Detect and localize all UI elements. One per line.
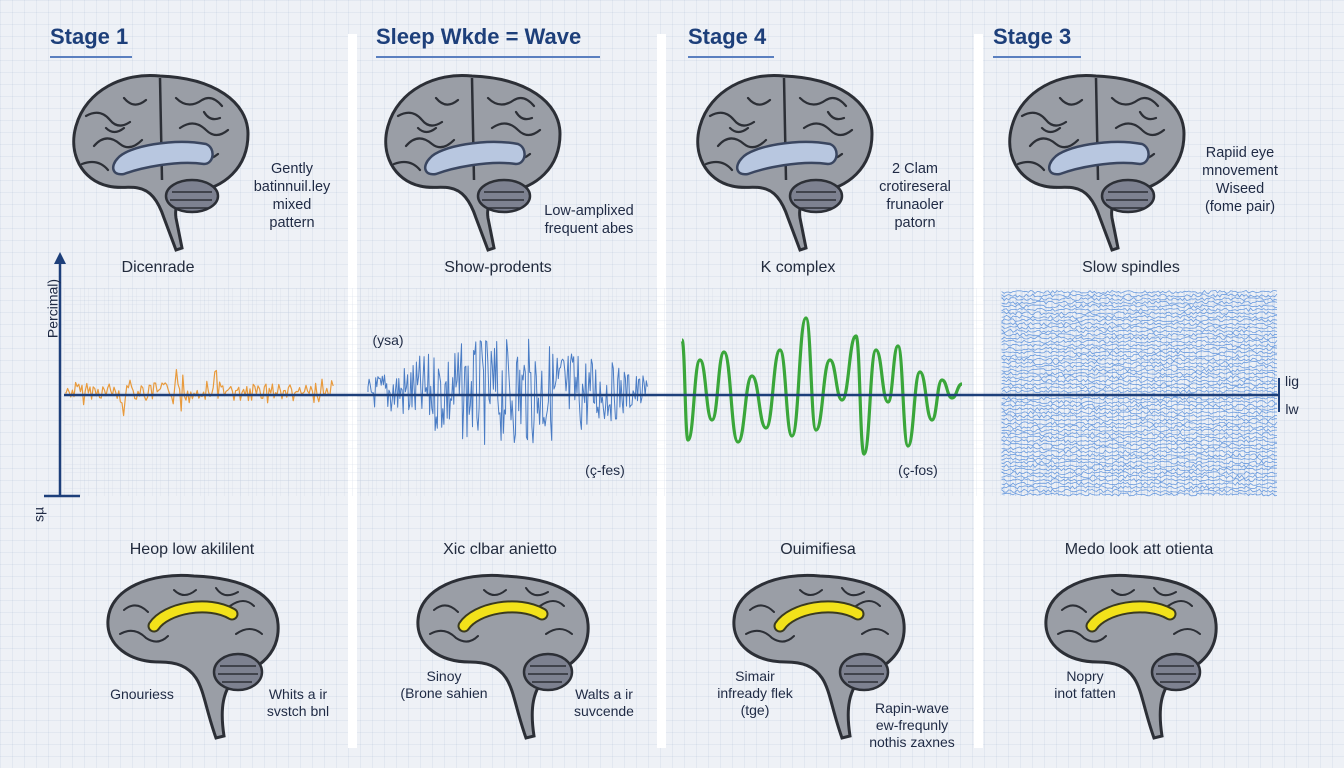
note-line: Low-amplixed <box>544 203 634 219</box>
stage-1-waveform <box>65 369 334 417</box>
y-axis-label: Percimal) <box>44 278 61 339</box>
stage-4-wave-label: Slow spindles <box>1082 259 1180 276</box>
note-line: frunaoler <box>886 197 944 213</box>
stage-2-note: Low-amplixed frequent abes <box>524 202 654 238</box>
right-axis-bottom-label: lw <box>1285 401 1299 417</box>
note-line: suvcende <box>574 703 634 719</box>
stage-1-wave-label: Dicenrade <box>121 259 195 276</box>
note-line: patorn <box>894 215 936 231</box>
brain-sagittal-icon <box>104 570 284 746</box>
stage-4-title: Stage 3 <box>993 24 1081 58</box>
note-line: infready flek <box>717 685 793 701</box>
y-axis-bottom-label: sµ <box>30 506 47 523</box>
wave-tag: (ç-fos) <box>898 462 938 478</box>
note-line: Simair <box>735 668 775 684</box>
note-line: ew-frequnly <box>875 717 949 733</box>
stage-3-wave-label: K complex <box>760 259 836 276</box>
brain-sagittal-icon <box>1042 570 1222 746</box>
stage-2-bottom-label: Xic clbar anietto <box>443 541 557 558</box>
note-line: Walts a ir <box>575 686 633 702</box>
note-line: Rapiid eye <box>1205 145 1275 161</box>
note-line: crotireseral <box>879 179 951 195</box>
spindle-trace <box>1001 289 1278 295</box>
brain-sagittal-icon <box>414 570 594 746</box>
stage-2-title: Sleep Wkde = Wave <box>376 24 600 58</box>
stage-4-bottom-note: Nopry inot fatten <box>1040 668 1130 702</box>
stage-4-note: Rapiid eye mnovement Wiseed (fome pair) <box>1178 144 1302 216</box>
note-line: batinnuil.ley <box>253 179 331 195</box>
note-line: pattern <box>269 215 315 231</box>
note-line: Wiseed <box>1215 181 1265 197</box>
stage-3-bottom-label: Ouimifiesa <box>780 541 856 558</box>
stage-1-title: Stage 1 <box>50 24 132 58</box>
note-line: 2 Clam <box>892 161 938 177</box>
stage-2-wave-label: Show-prodents <box>444 259 552 276</box>
note-line: mnovement <box>1202 163 1278 179</box>
note-line: nothis zaxnes <box>869 734 955 750</box>
brain-icon <box>688 68 878 258</box>
stage-4-bottom-label: Medo look att otienta <box>1064 541 1214 558</box>
stage-2-waveform <box>367 338 648 445</box>
note-line: Nopry <box>1066 668 1104 684</box>
note-line: svstch bnl <box>266 703 330 719</box>
stage-1-bottom-note-right: Whits a ir svstch bnl <box>258 686 338 720</box>
stage-2-bottom-note-left: Sinoy (Brone sahien <box>392 668 496 702</box>
note-line: Gently <box>271 161 313 177</box>
stage-2-bottom-note-right: Walts a ir suvcende <box>564 686 644 720</box>
note-line: inot fatten <box>1054 685 1116 701</box>
note-line: Rapin-wave <box>875 700 949 716</box>
right-axis-top-label: lig <box>1284 373 1299 389</box>
stage-1-bottom-note-left: Gnouriess <box>100 686 184 703</box>
stage-3-note: 2 Clam crotireseral frunaoler patorn <box>860 160 970 232</box>
stage-3-bottom-note-right: Rapin-wave ew-frequnly nothis zaxnes <box>862 700 962 751</box>
brain-icon <box>376 68 566 258</box>
stage-4-waveform <box>1001 289 1278 497</box>
note-line: (Brone sahien <box>400 685 488 701</box>
stage-3-title: Stage 4 <box>688 24 774 58</box>
wave-tag: (ç-fes) <box>585 462 625 478</box>
note-line: (fome pair) <box>1204 199 1276 215</box>
note-line: Whits a ir <box>268 686 328 702</box>
brain-sagittal-icon <box>730 570 910 746</box>
spindle-trace <box>1001 389 1278 394</box>
stage-3-bottom-note-left: Simair infready flek (tge) <box>700 668 810 719</box>
brain-icon <box>64 68 254 258</box>
brain-icon <box>1000 68 1190 258</box>
note-line: Gnouriess <box>110 686 174 702</box>
note-line: frequent abes <box>544 221 634 237</box>
wave-tag: (ysa) <box>372 332 404 348</box>
note-line: Sinoy <box>426 668 462 684</box>
y-axis-arrow <box>54 252 66 264</box>
note-line: (tge) <box>740 702 770 718</box>
stage-1-bottom-label: Heop low akililent <box>129 541 255 558</box>
stage-1-note: Gently batinnuil.ley mixed pattern <box>236 160 348 232</box>
note-line: mixed <box>272 197 312 213</box>
